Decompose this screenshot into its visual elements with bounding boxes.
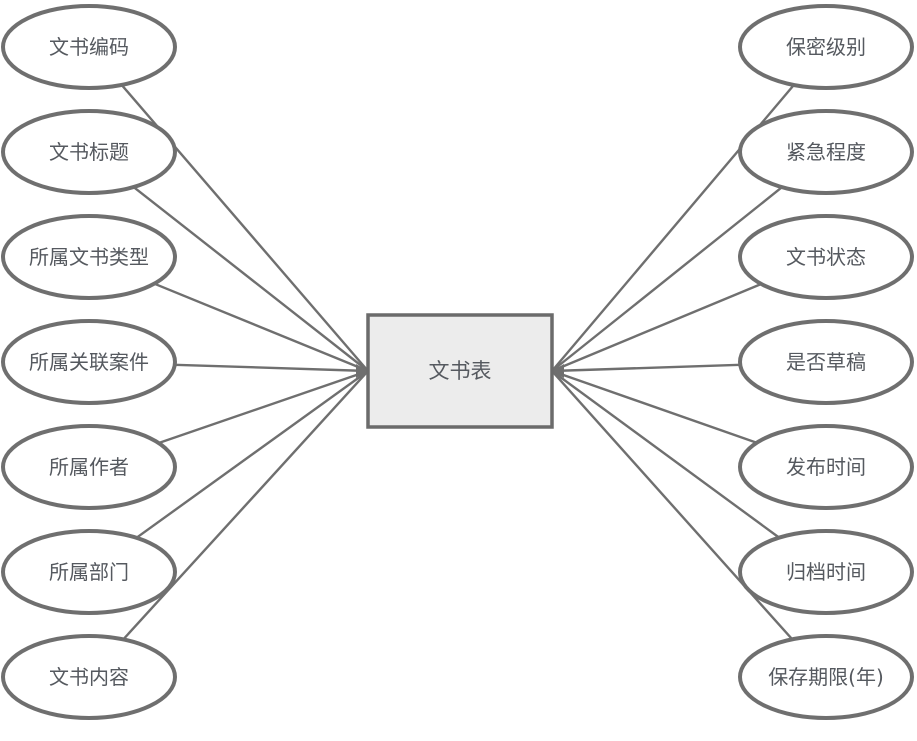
attribute-node-left-3[interactable] — [1, 214, 177, 300]
attribute-label-left-6: 所属部门 — [49, 560, 129, 584]
attribute-label-right-7: 保存期限(年) — [768, 665, 884, 689]
connector-left-6 — [135, 370, 369, 539]
entity-node-label: 文书表 — [429, 359, 492, 383]
attribute-label-left-5: 所属作者 — [49, 455, 129, 479]
connector-right-5 — [551, 369, 758, 444]
attribute-label-right-2: 紧急程度 — [786, 140, 866, 164]
arrowheads-layer — [356, 364, 564, 378]
attribute-node-right-1[interactable] — [738, 4, 914, 90]
attribute-label-right-4: 是否草稿 — [786, 350, 866, 374]
arrowhead-left — [356, 364, 368, 378]
attribute-label-left-3: 所属文书类型 — [29, 245, 149, 269]
attribute-node-left-1[interactable] — [1, 4, 177, 90]
attribute-node-right-7[interactable] — [738, 634, 914, 720]
connector-right-3 — [551, 282, 762, 373]
attribute-node-right-4[interactable] — [738, 319, 914, 405]
attribute-label-right-5: 发布时间 — [786, 455, 866, 479]
attribute-label-right-6: 归档时间 — [786, 560, 866, 584]
attribute-node-left-4[interactable] — [1, 319, 177, 405]
attribute-node-right-2[interactable] — [738, 109, 914, 195]
connector-left-3 — [153, 282, 369, 373]
connector-right-2 — [551, 186, 783, 372]
connector-left-2 — [132, 186, 369, 372]
attribute-node-left-7[interactable] — [1, 634, 177, 720]
attribute-node-left-5[interactable] — [1, 424, 177, 510]
connectors-layer — [120, 84, 795, 641]
attribute-label-right-1: 保密级别 — [786, 35, 866, 59]
attribute-node-right-6[interactable] — [738, 529, 914, 615]
attribute-node-right-5[interactable] — [738, 424, 914, 510]
attribute-node-left-2[interactable] — [1, 109, 177, 195]
connector-left-4 — [174, 363, 369, 373]
connector-right-6 — [551, 370, 780, 539]
attribute-label-left-4: 所属关联案件 — [29, 350, 149, 374]
attribute-node-right-3[interactable] — [738, 214, 914, 300]
attribute-label-left-1: 文书编码 — [49, 35, 129, 59]
attribute-label-left-2: 文书标题 — [49, 140, 129, 164]
attribute-label-right-3: 文书状态 — [786, 245, 866, 269]
entity-node-rect[interactable] — [366, 313, 554, 429]
connector-left-7 — [122, 370, 369, 641]
attribute-node-left-6[interactable] — [1, 529, 177, 615]
attribute-label-left-7: 文书内容 — [49, 665, 129, 689]
arrowhead-right — [552, 364, 564, 378]
connector-right-4 — [551, 363, 741, 373]
connector-right-7 — [551, 370, 794, 641]
connector-left-5 — [158, 369, 369, 445]
